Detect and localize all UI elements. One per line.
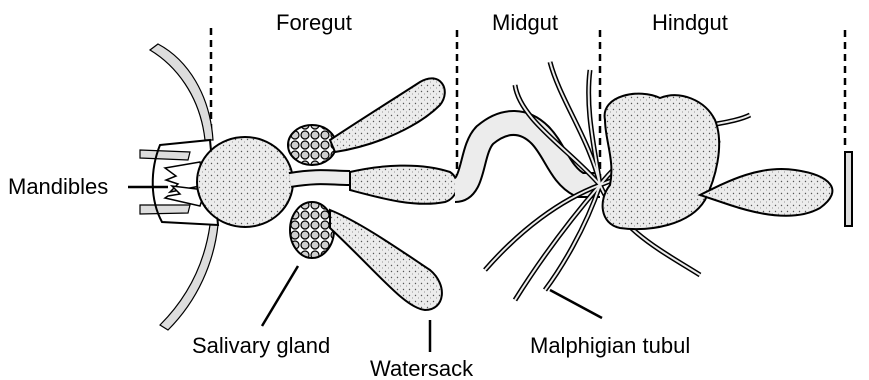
label-foregut: Foregut	[276, 12, 352, 34]
label-mandibles: Mandibles	[8, 176, 108, 198]
ileum	[603, 94, 720, 229]
label-watersack: Watersack	[370, 358, 473, 380]
watersack-upper	[330, 78, 445, 152]
label-midgut: Midgut	[492, 12, 558, 34]
watersack-lower	[330, 210, 442, 310]
foregut-structures	[197, 78, 457, 310]
label-hindgut: Hindgut	[652, 12, 728, 34]
lower-antenna	[160, 225, 218, 330]
salivary-gland-upper	[288, 125, 336, 165]
crop-bulb	[197, 137, 293, 227]
colon	[700, 169, 832, 216]
pointer-malpighian	[550, 290, 602, 318]
watersack-middle	[350, 166, 457, 204]
pointer-salivary	[262, 266, 298, 326]
hindgut-structures	[603, 94, 852, 229]
label-salivary-gland: Salivary gland	[192, 335, 330, 357]
upper-antenna	[150, 44, 213, 140]
salivary-gland-lower	[290, 202, 334, 258]
label-malpighian-tubule: Malphigian tubul	[530, 335, 690, 357]
rectum-plate	[845, 152, 852, 226]
